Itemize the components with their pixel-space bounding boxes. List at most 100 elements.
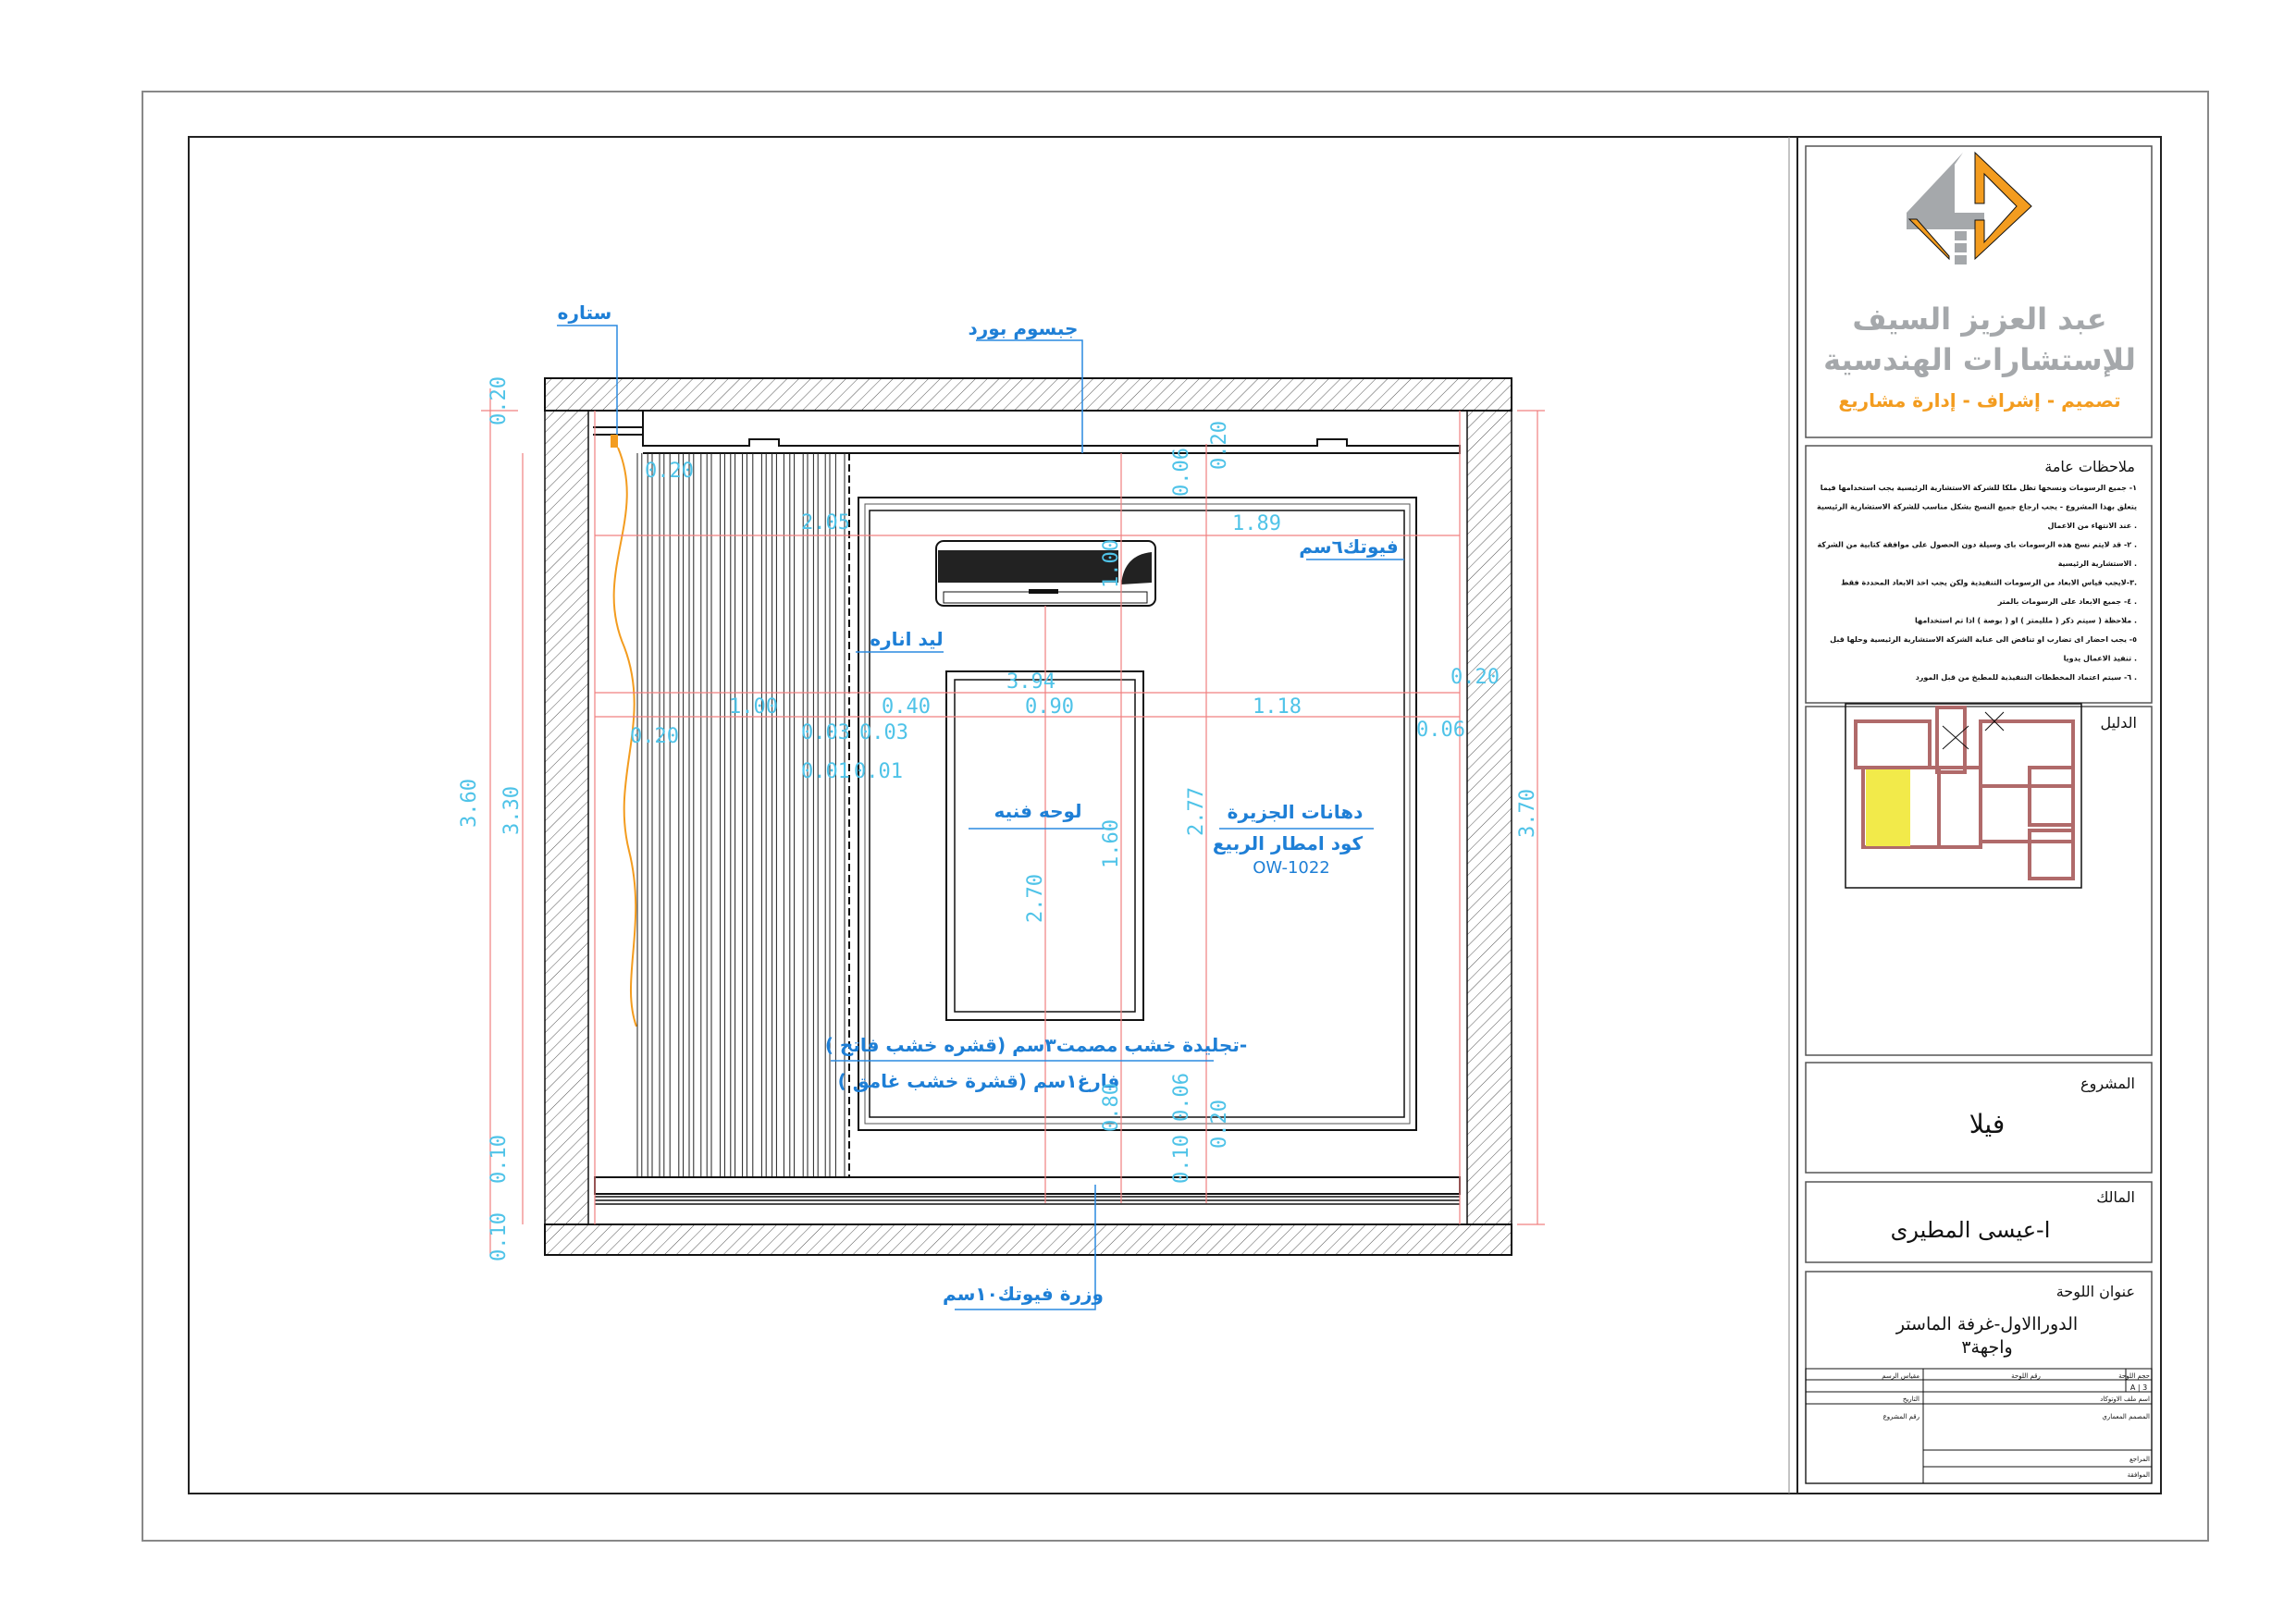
label-paint-ref: OW-1022 [1253,858,1330,878]
outer-border [142,91,2209,1542]
owner-panel [1805,1181,2153,1263]
sheet-title-panel [1805,1271,2153,1484]
dim-text: 1.89 [1232,512,1281,535]
label-gap: فارغ١سم (قشرة خشب غامق ) [838,1070,1120,1092]
notes-panel [1805,445,2153,704]
company-name-line2: للإستشارات الهندسية [1823,342,2136,377]
ac-unit-icon [935,540,1156,607]
owner-heading: المالك [2096,1188,2135,1206]
notes-heading: ملاحظات عامة [2044,458,2135,475]
dim-text: 0.20 [488,376,511,425]
note-line: ملاحظة ( سيتم ذكر ( ملليمتر ) او ( بوصة … [1915,617,2137,625]
left-wall [544,410,589,1225]
floor-slab [544,1223,1512,1256]
company-logo: عبد العزيز السيف للإستشارات الهندسية تصم… [1823,151,2136,412]
key-plan-panel [1805,706,2153,1056]
label-paint-code: كود امطار الربيع [1213,832,1364,855]
elevation-drawing: ستاره جبسوم بورد فيوتك٦سم ليد اناره لوحه… [458,301,1545,1310]
sheet-size-value: A | 3 [2130,1383,2147,1392]
sheet-title-line2: واجهة٣ [1961,1337,2012,1358]
dim-text: 0.20 [1208,421,1231,470]
curtain-box [593,426,643,436]
dim-text: 0.01 [854,760,903,783]
dim-text: 0.20 [645,460,694,483]
notes-list: ١- جميع الرسومات ونسخها تظل ملكا للشركة … [1817,484,2137,682]
dim-text: 0.80 [1100,1083,1123,1132]
scale-label: مقياس الرسم [1882,1372,1920,1380]
wall-panel-outer [858,497,1417,1131]
info-table [1805,1368,2153,1484]
label-skirting: وزرة فيوتك١٠سم [943,1283,1104,1305]
note-line: ٣-لايجب قياس الابعاد من الرسومات التنفيذ… [1841,579,2137,588]
dim-text: 1.00 [729,695,778,719]
wall-panel-inner [864,503,1411,1125]
leader-lines [557,325,1404,1310]
title-block: عبد العزيز السيف للإستشارات الهندسية تصم… [1805,145,2153,1484]
curtain-panel [636,453,846,1177]
note-line: عند الانتهاء من الاعمال . [2047,522,2137,530]
label-paint-brand: دهانات الجزيرة [1228,801,1364,823]
note-line: ٥- يجب احضار اى تضارب او تناقض الى عناية… [1830,635,2137,645]
dim-text: 0.20 [630,725,679,748]
dim-text: 1.00 [1100,539,1123,588]
key-plan-highlight [1866,769,1910,846]
skirting-lines [595,1196,1460,1205]
ceiling-slab [544,377,1512,412]
dim-text: 0.03 [801,721,850,744]
note-line: يتعلق بهذا المشروع - يجب ارجاع جميع النس… [1817,503,2137,511]
company-tagline: تصميم - إشراف - إدارة مشاريع [1838,389,2120,412]
approval-label: الموافقة [2128,1471,2150,1479]
project-panel [1805,1062,2153,1174]
dim-text: 2.70 [1024,874,1047,923]
inner-border [188,136,2162,1494]
key-plan-diagram [1845,703,2082,889]
company-name-line1: عبد العزيز السيف [1852,301,2106,337]
dim-text: 1.18 [1253,695,1302,719]
note-line: ٢- قد لايتم نسخ هذه الرسومات باى وسيلة د… [1817,541,2137,549]
right-wall [1466,410,1512,1225]
project-heading: المشروع [2080,1075,2135,1093]
label-cladding: تجليدة خشب مصمت٣سم (قشره خشب فاتح )- [825,1034,1247,1056]
label-curtain: ستاره [558,301,612,324]
gypsum-bulkhead [642,411,1461,454]
logo-panel [1805,145,2153,438]
date-label: التاريخ [1903,1396,1920,1403]
dim-text: 3.94 [1006,670,1055,694]
dim-text: 0.03 [859,721,908,744]
label-artwork: لوحه فنيه [994,800,1081,822]
dimension-lines [481,388,1545,1255]
dim-text: 3.70 [1516,789,1539,838]
dim-text: 0.20 [1208,1100,1231,1149]
wall-panel-inner-2 [869,510,1405,1118]
note-line: ٦- سيتم اعتماد المخططات التنفيذية للمطبخ… [1916,673,2137,682]
dim-text: 0.06 [1170,1073,1193,1122]
dim-text: 3.30 [500,786,524,835]
sheet-size-label: حجم اللوحة [2118,1372,2150,1380]
note-line: ١- جميع الرسومات ونسخها تظل ملكا للشركة … [1821,484,2137,492]
curtain-fabric [612,447,637,1027]
project-name: فيلا [1969,1109,2006,1139]
designer-label: المصمم المعماري [2102,1413,2150,1420]
label-gypsum-board: جبسوم بورد [969,317,1079,339]
sheet-no-label: رقم اللوحة [2011,1372,2041,1380]
label-led-lighting: ليد اناره [870,628,943,650]
dim-text: 0.10 [488,1135,511,1184]
owner-name: ا-عيسى المطيرى [1891,1217,2051,1243]
dim-text: 2.05 [801,511,850,535]
dim-text: 0.10 [488,1212,511,1261]
dim-text: 0.06 [1416,719,1465,742]
note-line: تنفيذ الاعمال يدويا . [2064,655,2137,663]
dim-text: 0.40 [882,695,931,719]
dim-text: 3.60 [458,779,481,828]
note-line: الاستشارية الرئيسية . [2058,559,2137,568]
dim-text: 0.01 [801,760,850,783]
reviewer-label: المراجع [2129,1456,2150,1463]
dim-text: 0.20 [1450,666,1500,689]
dim-text: 0.06 [1170,448,1193,497]
dim-text: 1.60 [1100,819,1123,868]
dim-text: 0.10 [1170,1135,1193,1184]
dim-text: 2.77 [1185,787,1208,836]
curtain-rail-icon [611,435,618,448]
cad-file-label: اسم ملف الاوتوكاد [2100,1396,2150,1403]
skirting [594,1176,1461,1195]
